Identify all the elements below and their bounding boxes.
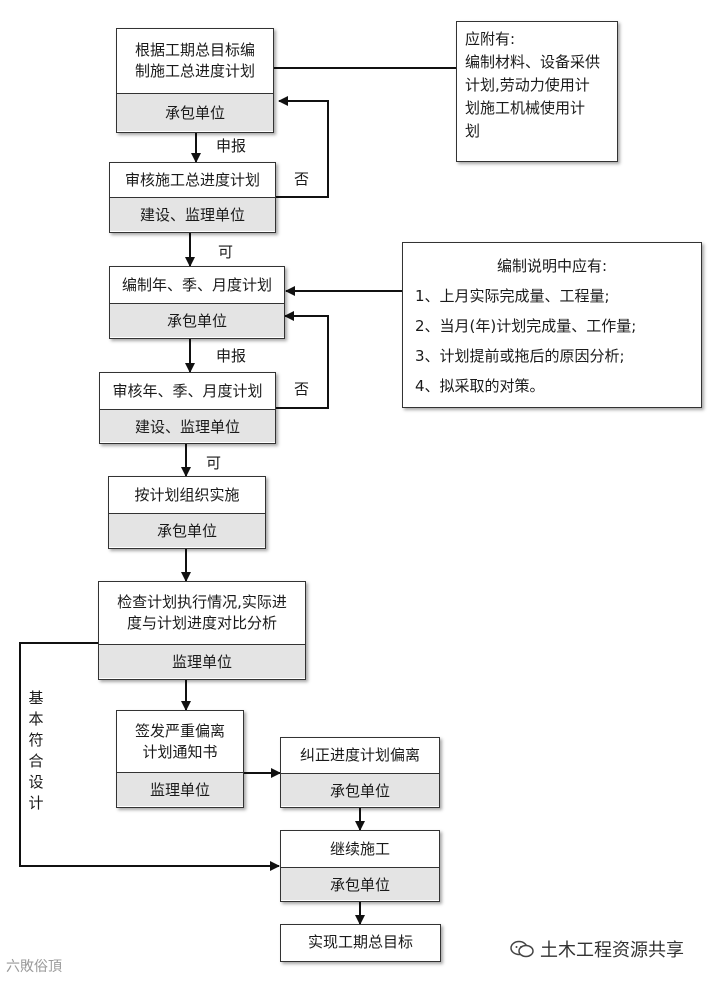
watermark-left: 六敗俗頂 (6, 956, 62, 976)
box-implement-plan: 按计划组织实施 承包单位 (108, 476, 266, 549)
wechat-icon (510, 940, 534, 958)
box-continue-construction: 继续施工 承包单位 (280, 830, 440, 902)
note-compilation-notes: 编制说明中应有: 1、上月实际完成量、工程量; 2、当月(年)计划完成量、工作量… (402, 242, 702, 408)
note-line: 计划,劳动力使用计 (465, 76, 590, 94)
box-party: 建设、监理单位 (100, 409, 275, 442)
note-line: 划 (465, 122, 481, 140)
box-party: 承包单位 (281, 773, 439, 806)
box-title: 按计划组织实施 (134, 485, 240, 504)
box-title: 审核年、季、月度计划 (112, 381, 263, 400)
box-correct-deviation: 纠正进度计划偏离 承包单位 (280, 737, 440, 808)
box-party: 承包单位 (109, 513, 265, 547)
label-approve-2: 可 (206, 454, 222, 472)
label-submit-2: 申报 (216, 347, 247, 365)
box-check-progress: 检查计划执行情况,实际进 度与计划进度对比分析 监理单位 (98, 581, 306, 680)
note-line: 应附有: (465, 30, 516, 48)
box-deviation-notice: 签发严重偏离 计划通知书 监理单位 (116, 710, 244, 808)
box-review-master-schedule: 审核施工总进度计划 建设、监理单位 (109, 162, 276, 233)
box-title: 审核施工总进度计划 (124, 170, 260, 189)
watermark-right: 土木工程资源共享 (510, 936, 684, 962)
box-title: 编制年、季、月度计划 (121, 275, 272, 294)
note-item: 1、上月实际完成量、工程量; (415, 287, 610, 305)
arrow-bypass (19, 642, 280, 871)
box-party: 承包单位 (281, 867, 439, 900)
label-reject-1: 否 (294, 170, 310, 188)
box-party: 监理单位 (117, 772, 243, 806)
box-compile-master-schedule: 根据工期总目标编 制施工总进度计划 承包单位 (116, 28, 274, 133)
note-line: 划施工机械使用计 (465, 99, 586, 117)
arrow-reject-1 (276, 96, 329, 198)
box-title: 实现工期总目标 (307, 933, 413, 951)
watermark-left-text: 六敗俗頂 (6, 959, 62, 975)
box-title: 继续施工 (329, 839, 390, 858)
label-reject-2: 否 (294, 380, 310, 398)
label-conforms-to-design: 基 本 符 合 设 计 (28, 689, 44, 812)
box-title: 检查计划执行情况,实际进 度与计划进度对比分析 (117, 593, 287, 632)
note-item: 2、当月(年)计划完成量、工作量; (415, 317, 637, 335)
box-achieve-goal: 实现工期总目标 (280, 924, 441, 962)
box-party: 建设、监理单位 (110, 197, 275, 231)
note-title: 编制说明中应有: (496, 257, 608, 275)
box-title: 签发严重偏离 计划通知书 (134, 721, 225, 761)
box-party: 监理单位 (99, 644, 305, 678)
box-party: 承包单位 (117, 93, 273, 131)
note-attachments: 应附有: 编制材料、设备采供 计划,劳动力使用计 划施工机械使用计 划 (456, 21, 618, 162)
box-party: 承包单位 (110, 303, 284, 337)
label-approve-1: 可 (218, 243, 234, 261)
label-submit-1: 申报 (216, 137, 247, 155)
note-item: 3、计划提前或拖后的原因分析; (415, 347, 625, 365)
box-title: 纠正进度计划偏离 (299, 746, 420, 764)
arrow-reject-2 (276, 311, 329, 409)
box-compile-periodic-plan: 编制年、季、月度计划 承包单位 (109, 266, 285, 339)
box-review-periodic-plan: 审核年、季、月度计划 建设、监理单位 (99, 372, 276, 444)
note-line: 编制材料、设备采供 (465, 53, 601, 71)
box-title: 根据工期总目标编 制施工总进度计划 (134, 41, 255, 80)
watermark-right-text: 土木工程资源共享 (540, 940, 684, 961)
note-item: 4、拟采取的对策。 (415, 377, 545, 395)
